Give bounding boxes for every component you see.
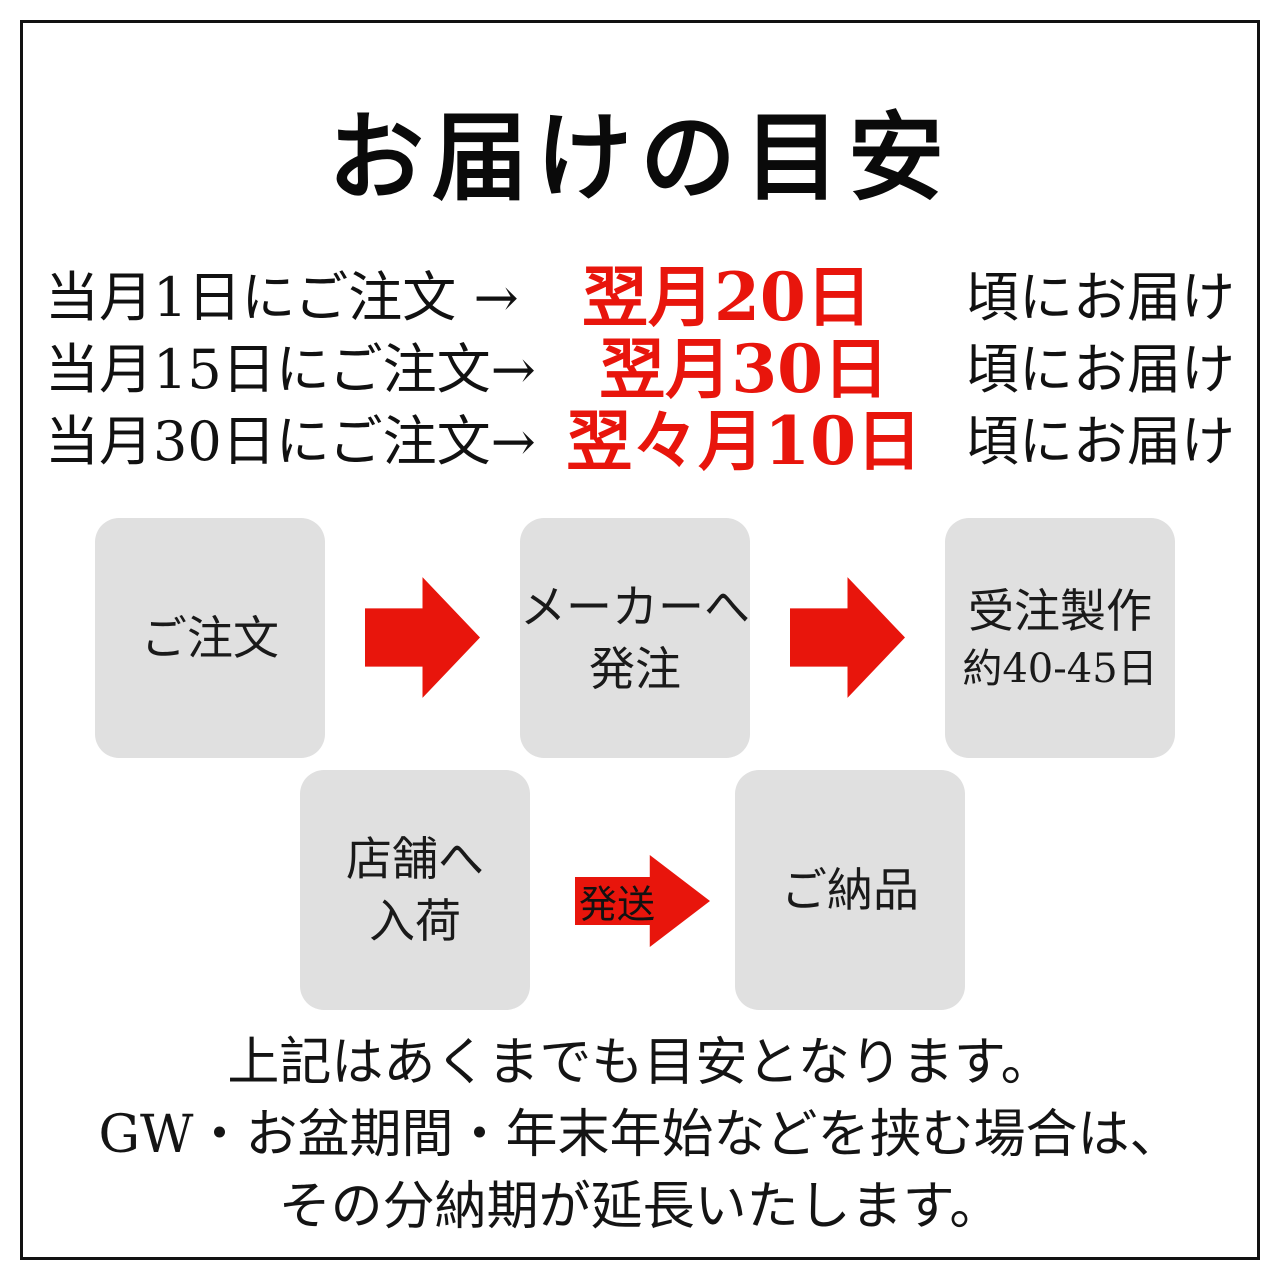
footer-note-line: GW・お盆期間・年末年始などを挟む場合は、 [98,1104,1182,1165]
flow-box-label: 店舗へ [346,831,484,886]
delivery-date-text: 翌々月10日 [566,402,923,480]
delivery-date-text: 翌月20日 [582,258,872,336]
schedule-row: 当月30日にご注文→ 翌々月10日 頃にお届け [45,400,1235,480]
delivery-suffix-text: 頃にお届け [965,265,1235,329]
footer-note-line: その分納期が延長いたします。 [278,1176,1002,1237]
flow-box-label: 入荷 [369,894,461,948]
flow-box-order: ご注文 [95,518,325,758]
order-date-text: 当月30日にご注文→ [45,409,536,473]
schedule-row: 当月15日にご注文→ 翌月30日 頃にお届け [45,328,1235,408]
schedule-row: 当月1日にご注文 → 翌月20日 頃にお届け [45,256,1235,336]
flow-box-delivery: ご納品 [735,770,965,1010]
flow-box-label: 約40-45日 [962,646,1158,693]
flow-box-label: 受注製作 [968,583,1152,638]
page-title: お届けの目安 [328,101,952,214]
flow-box-label: ご納品 [781,862,919,917]
shipping-arrow-icon: 発送 [575,855,710,947]
footer-note-line: 上記はあくまでも目安となります。 [227,1033,1053,1093]
order-date-text: 当月1日にご注文 → [45,265,519,329]
right-arrow-icon [790,575,905,700]
delivery-date-text: 翌月30日 [599,330,890,408]
schedule-list: 当月1日にご注文 → 翌月20日 頃にお届け 当月15日にご注文→ 翌月30日 … [45,256,1235,480]
flow-box-production: 受注製作 約40-45日 [945,518,1175,758]
order-date-text: 当月15日にご注文→ [45,337,536,401]
flow-box-store-arrival: 店舗へ 入荷 [300,770,530,1010]
shipping-label: 発送 [579,882,656,927]
delivery-suffix-text: 頃にお届け [965,337,1235,401]
delivery-suffix-text: 頃にお届け [965,409,1235,473]
right-arrow-icon [365,575,480,700]
flow-box-maker-order: メーカーへ 発注 [520,518,750,758]
footer-notes: 上記はあくまでも目安となります。 GW・お盆期間・年末年始などを挟む場合は、 そ… [0,1028,1280,1243]
flow-box-label: ご注文 [141,610,279,665]
flow-box-label: 発注 [589,642,681,696]
flow-box-label: メーカーへ [520,579,750,634]
